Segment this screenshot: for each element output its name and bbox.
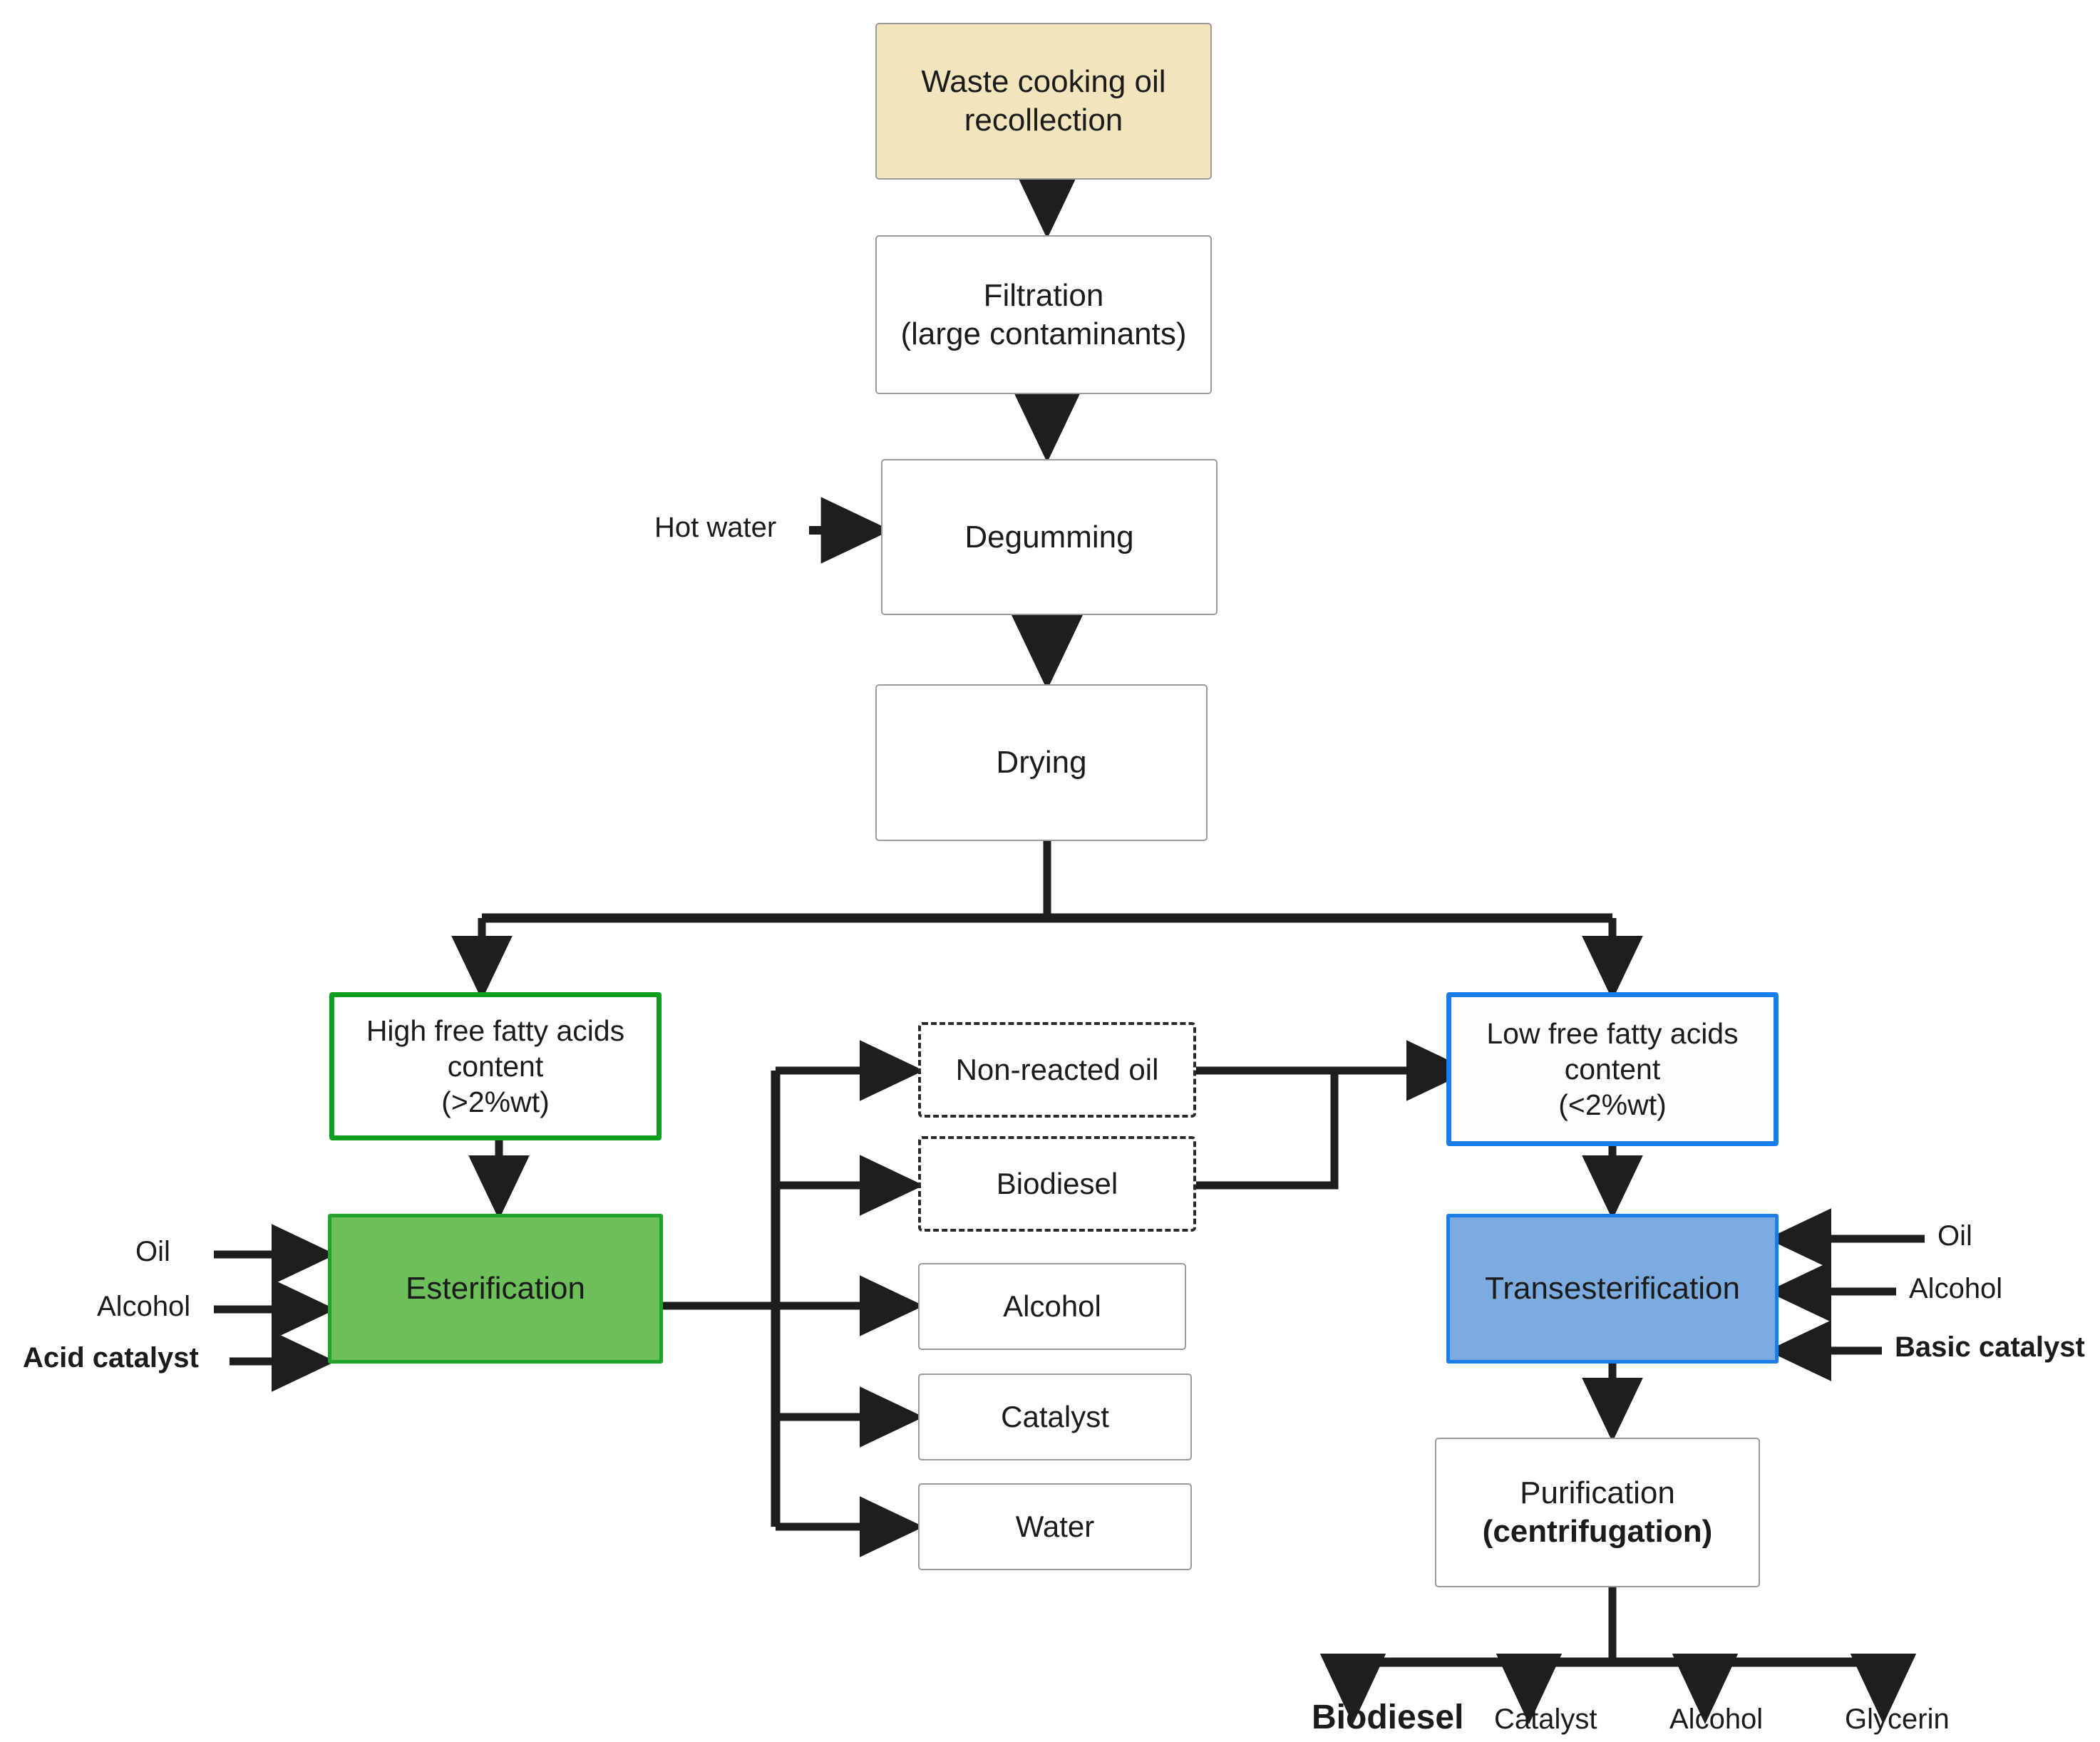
node-filtration-line2: (large contaminants) xyxy=(900,316,1187,351)
node-purification-line2: (centrifugation) xyxy=(1482,1514,1713,1549)
output-label-catalyst: Catalyst xyxy=(1494,1704,1597,1736)
node-transesterification-label: Transesterification xyxy=(1485,1271,1740,1306)
node-filtration-line1: Filtration xyxy=(983,277,1104,313)
stream-label-left-acid-catalyst: Acid catalyst xyxy=(23,1342,199,1374)
right-oil-text: Oil xyxy=(1937,1220,1972,1252)
node-catalyst-stream[interactable]: Catalyst xyxy=(918,1374,1192,1460)
right-basic-catalyst-text: Basic catalyst xyxy=(1895,1331,2085,1363)
output-biodiesel-text: Biodiesel xyxy=(1312,1699,1464,1736)
node-filtration[interactable]: Filtration (large contaminants) xyxy=(875,235,1212,394)
node-purification-line1: Purification xyxy=(1520,1475,1675,1511)
node-waste-oil-line1: Waste cooking oil xyxy=(921,64,1166,100)
node-esterification-label: Esterification xyxy=(406,1271,585,1306)
edge-nonreacted-to-lowffa xyxy=(1193,1066,1339,1190)
node-high-ffa-line1: High free fatty acids xyxy=(366,1014,625,1047)
stream-label-left-oil: Oil xyxy=(135,1236,170,1268)
stream-label-right-basic-catalyst: Basic catalyst xyxy=(1895,1331,2085,1364)
node-drying-label: Drying xyxy=(996,745,1087,780)
node-degumming[interactable]: Degumming xyxy=(881,459,1218,615)
node-non-reacted-oil-label: Non-reacted oil xyxy=(955,1053,1159,1087)
node-low-ffa-line2: content xyxy=(1564,1052,1661,1086)
node-waste-cooking-oil-recollection[interactable]: Waste cooking oil recollection xyxy=(875,23,1212,180)
node-transesterification[interactable]: Transesterification xyxy=(1446,1214,1779,1364)
output-catalyst-text: Catalyst xyxy=(1494,1704,1597,1735)
node-biodiesel-stream[interactable]: Biodiesel xyxy=(918,1136,1196,1232)
node-low-free-fatty-acids[interactable]: Low free fatty acids content (<2%wt) xyxy=(1446,992,1779,1146)
output-alcohol-text: Alcohol xyxy=(1669,1704,1764,1735)
stream-label-right-oil: Oil xyxy=(1937,1220,1972,1252)
hot-water-text: Hot water xyxy=(654,512,777,543)
node-high-free-fatty-acids[interactable]: High free fatty acids content (>2%wt) xyxy=(329,992,662,1140)
stream-label-left-alcohol: Alcohol xyxy=(97,1291,190,1323)
node-alcohol-stream[interactable]: Alcohol xyxy=(918,1263,1186,1350)
output-glycerin-text: Glycerin xyxy=(1845,1704,1950,1735)
node-alcohol-stream-label: Alcohol xyxy=(1003,1289,1101,1324)
node-water-stream[interactable]: Water xyxy=(918,1483,1192,1570)
node-degumming-label: Degumming xyxy=(964,519,1134,555)
output-label-glycerin: Glycerin xyxy=(1845,1704,1950,1736)
node-biodiesel-stream-label: Biodiesel xyxy=(996,1167,1118,1201)
left-acid-catalyst-text: Acid catalyst xyxy=(23,1342,199,1374)
node-low-ffa-line1: Low free fatty acids xyxy=(1486,1016,1739,1050)
stream-label-right-alcohol: Alcohol xyxy=(1909,1273,2002,1305)
output-label-biodiesel: Biodiesel xyxy=(1312,1698,1463,1737)
node-catalyst-stream-label: Catalyst xyxy=(1001,1400,1109,1434)
node-low-ffa-line3: (<2%wt) xyxy=(1558,1088,1667,1121)
left-oil-text: Oil xyxy=(135,1236,170,1267)
node-water-stream-label: Water xyxy=(1015,1510,1095,1544)
node-drying[interactable]: Drying xyxy=(875,684,1208,841)
node-waste-oil-line2: recollection xyxy=(964,103,1123,138)
left-alcohol-text: Alcohol xyxy=(97,1291,191,1322)
node-high-ffa-line2: content xyxy=(447,1049,544,1083)
node-non-reacted-oil[interactable]: Non-reacted oil xyxy=(918,1022,1196,1118)
stream-label-hot-water: Hot water xyxy=(654,512,776,544)
node-purification[interactable]: Purification (centrifugation) xyxy=(1435,1438,1760,1587)
output-label-alcohol: Alcohol xyxy=(1669,1704,1763,1736)
node-high-ffa-line3: (>2%wt) xyxy=(441,1086,550,1118)
right-alcohol-text: Alcohol xyxy=(1909,1273,2003,1304)
node-esterification[interactable]: Esterification xyxy=(328,1214,663,1364)
